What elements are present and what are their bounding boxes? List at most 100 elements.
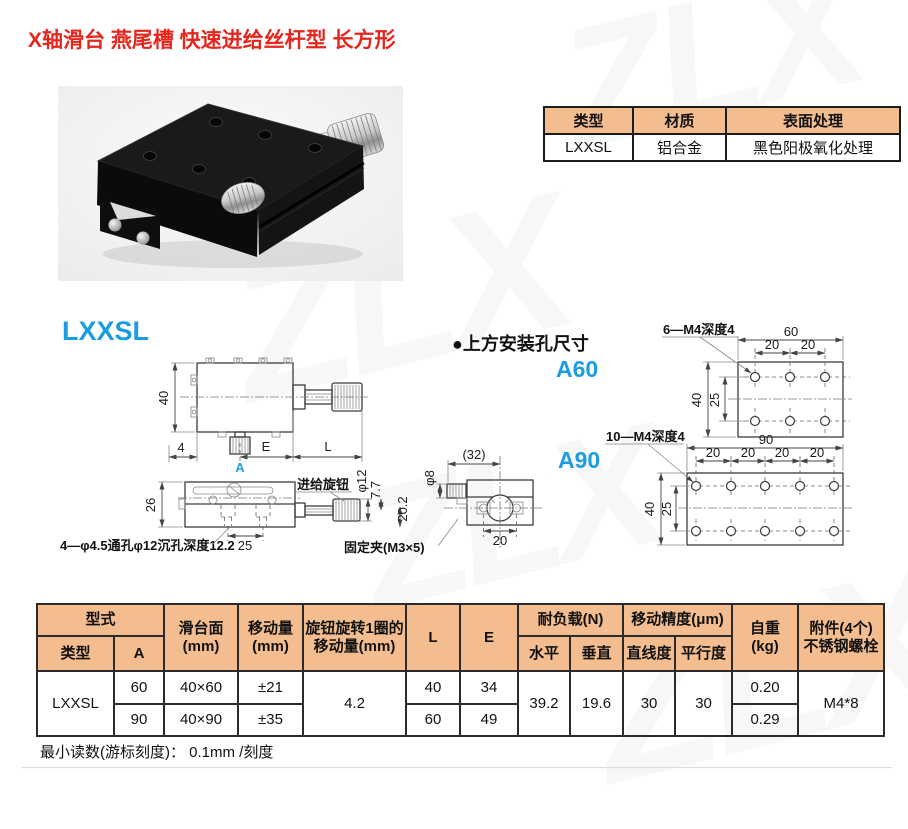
spec-header-l: L — [405, 603, 462, 672]
table-row: LXXSL 60 40×60 ±21 4.2 40 34 39.2 19.6 3… — [36, 670, 886, 737]
bullet-icon: ● — [452, 334, 463, 354]
spec-header-accessory-line1: 附件(4个) — [809, 619, 873, 637]
spec-header-knob-line1: 旋钮旋转1圈的 — [305, 619, 404, 637]
spec-cell-load-v: 19.6 — [569, 670, 625, 737]
spec-cell-a-60: 60 — [112, 670, 166, 705]
photo-dovetail-bracket — [100, 198, 160, 249]
photo-stage-body — [96, 103, 365, 257]
product-photo — [58, 86, 403, 281]
a60-dim-20a: 20 — [765, 337, 779, 352]
mounting-holes-heading: ●上方安装孔尺寸 — [452, 330, 589, 356]
model-heading: LXXSL — [62, 316, 150, 346]
spec-cell-model: LXXSL — [36, 670, 115, 737]
spec-cell-parallelism: 30 — [674, 670, 734, 737]
plan-view-drawing: 40 4 E A L — [156, 357, 368, 475]
mounting-holes-heading-text: 上方安装孔尺寸 — [462, 334, 589, 354]
table-row: 90 40×90 ±35 60 49 0.29 — [37, 703, 884, 737]
spec-cell-e-60: 34 — [459, 670, 520, 705]
spec-cell-accessory: M4*8 — [797, 670, 886, 737]
material-table: 类型 材质 表面处理 LXXSL 铝合金 黑色阳极氧化处理 — [543, 106, 901, 162]
a90-thread-note: 10—M4深度4 — [606, 429, 686, 444]
plan-dim-height: 40 — [156, 391, 171, 405]
front-dim-20-2: 20.2 — [395, 496, 410, 521]
spec-cell-travel-60: ±21 — [237, 670, 305, 705]
spec-header-surface: 滑台面 (mm) — [163, 603, 240, 672]
spec-cell-weight-90: 0.29 — [731, 703, 800, 737]
page-title: X轴滑台 燕尾槽 快速进给丝杆型 长方形 — [28, 29, 396, 52]
a60-dim-25: 25 — [707, 393, 722, 407]
a90-label: A90 — [558, 447, 601, 473]
a60-dim-20b: 20 — [801, 337, 815, 352]
spec-cell-weight-60: 0.20 — [731, 670, 800, 705]
end-dim-20: 20 — [493, 533, 507, 548]
front-dim-7-7: 7.7 — [368, 481, 383, 499]
spec-cell-surface-60: 40×60 — [163, 670, 240, 705]
a90-hole-pattern-drawing: 90 20 20 20 20 40 25 10—M4深度4 — [605, 429, 852, 546]
material-table-cell-material: 铝合金 — [632, 133, 727, 162]
spec-cell-l-90: 60 — [405, 703, 462, 737]
a90-dim-25: 25 — [659, 502, 674, 516]
material-table-cell-type: LXXSL — [543, 133, 634, 162]
a60-thread-note: 6—M4深度4 — [663, 322, 735, 337]
spec-header-weight-line1: 自重 — [750, 619, 781, 637]
front-view-drawing: 26 25 4—φ4.5通孔φ12沉孔深度12.2 进给旋钮 φ12 7.7 2… — [60, 470, 410, 553]
spec-cell-knob-travel: 4.2 — [302, 670, 408, 737]
technical-drawings: 40 4 E A L 26 25 — [60, 322, 852, 555]
spec-header-surface-line2: (mm) — [182, 637, 220, 655]
spec-cell-e-90: 49 — [459, 703, 520, 737]
front-dim-25: 25 — [238, 538, 252, 553]
material-table-header-finish: 表面处理 — [725, 106, 901, 135]
spec-header-parallelism: 平行度 — [674, 635, 734, 672]
a90-dim-90: 90 — [759, 432, 773, 447]
spec-cell-surface-90: 40×90 — [163, 703, 240, 737]
spec-header-load: 耐负载(N) — [517, 603, 625, 637]
spec-header-horizontal: 水平 — [517, 635, 572, 672]
a90-dim-20a: 20 — [706, 445, 720, 460]
spec-cell-straightness: 30 — [622, 670, 677, 737]
plan-dim-e: E — [262, 439, 271, 454]
feed-knob-label: 进给旋钮 — [297, 477, 349, 492]
a90-dim-40: 40 — [642, 502, 657, 516]
a60-hole-pattern-drawing: 60 20 20 40 25 6—M4深度4 — [662, 322, 852, 438]
a60-dim-60: 60 — [784, 324, 798, 339]
spec-header-weight: 自重 (kg) — [731, 603, 800, 672]
plan-dim-a: A — [235, 460, 245, 475]
clamp-label: 固定夹(M3×5) — [344, 540, 425, 555]
a90-dim-20c: 20 — [775, 445, 789, 460]
a60-dim-40: 40 — [689, 393, 704, 407]
front-dim-height: 26 — [143, 498, 158, 512]
plan-dim-l: L — [324, 439, 331, 454]
a60-label: A60 — [556, 356, 599, 382]
spec-header-a: A — [112, 635, 166, 672]
spec-header-weight-line2: (kg) — [751, 637, 779, 655]
spec-header-vertical: 垂直 — [569, 635, 625, 672]
photo-front-knob — [221, 182, 265, 214]
spec-header-travel-line2: (mm) — [252, 637, 289, 655]
material-table-header-type: 类型 — [543, 106, 634, 135]
page-bottom-divider — [22, 767, 892, 768]
spec-header-accessory-line2: 不锈钢螺栓 — [803, 637, 879, 655]
spec-header-accessory: 附件(4个) 不锈钢螺栓 — [797, 603, 886, 672]
spec-cell-load-h: 39.2 — [517, 670, 572, 737]
min-reading-note: 最小读数(游标刻度)： 0.1mm /刻度 — [40, 744, 274, 761]
spec-header-straightness: 直线度 — [622, 635, 677, 672]
a90-dim-20b: 20 — [741, 445, 755, 460]
a90-dim-20d: 20 — [810, 445, 824, 460]
spec-header-type: 类型 — [36, 635, 115, 672]
material-table-header-material: 材质 — [632, 106, 727, 135]
spec-table: 型式 滑台面 (mm) 移动量 (mm) 旋钮旋转1圈的 移动量(mm) L E… — [35, 603, 886, 737]
spec-header-travel: 移动量 (mm) — [237, 603, 305, 672]
front-dim-phi12: φ12 — [354, 470, 369, 493]
spec-cell-a-90: 90 — [112, 703, 166, 737]
end-dim-phi8: φ8 — [422, 470, 437, 486]
front-hole-note: 4—φ4.5通孔φ12沉孔深度12.2 — [60, 538, 235, 553]
material-table-cell-finish: 黑色阳极氧化处理 — [725, 133, 901, 162]
end-view-drawing: (32) φ8 20 固定夹(M3×5) — [344, 447, 542, 555]
spec-header-knob-travel: 旋钮旋转1圈的 移动量(mm) — [302, 603, 408, 672]
plan-dim-offset: 4 — [177, 440, 184, 455]
spec-header-knob-line2: 移动量(mm) — [313, 637, 396, 655]
end-dim-32: (32) — [462, 447, 485, 462]
spec-header-surface-line1: 滑台面 — [178, 619, 224, 637]
spec-header-precision: 移动精度(μm) — [622, 603, 734, 637]
spec-cell-travel-90: ±35 — [237, 703, 305, 737]
